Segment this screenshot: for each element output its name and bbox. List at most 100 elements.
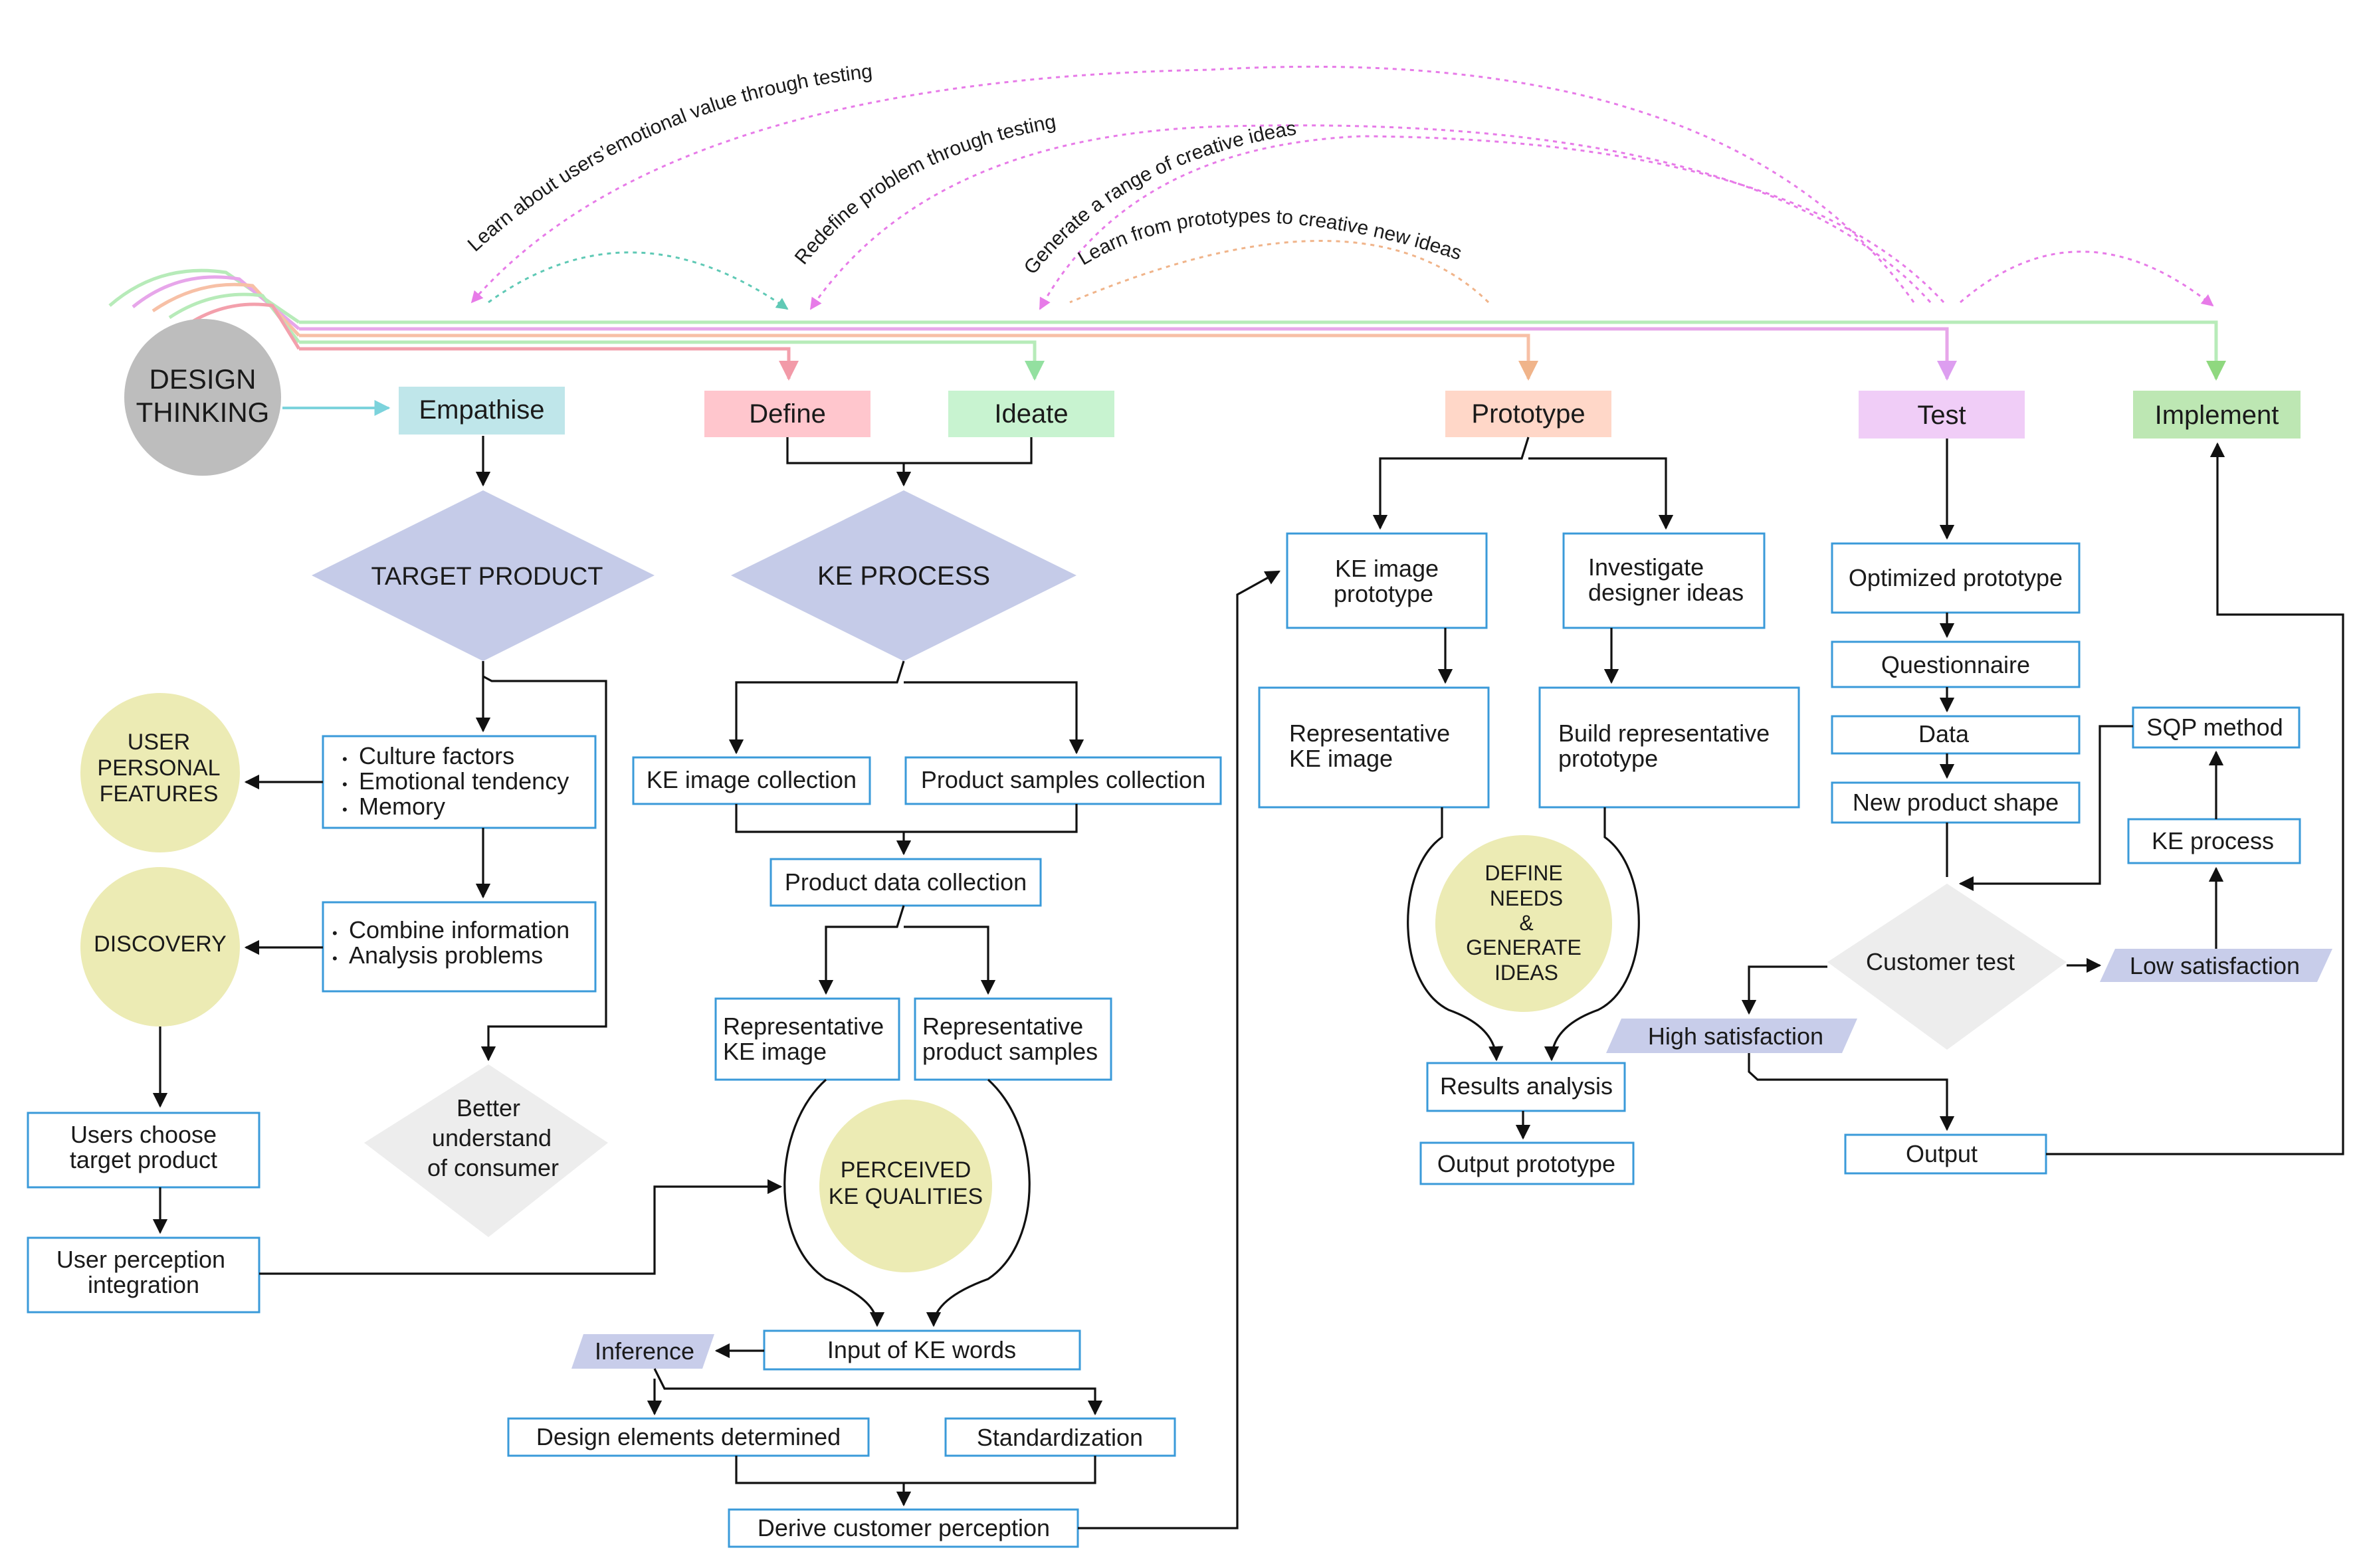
input-ke-words-box: Input of KE words xyxy=(763,1329,1081,1371)
design-elements-box: Design elements determined xyxy=(507,1417,870,1457)
ke-process-test-label: KE process xyxy=(2152,827,2274,854)
rep-product-samples-line-2: product samples xyxy=(922,1038,1098,1065)
inference-label: Inference xyxy=(595,1337,694,1365)
investigate-line-2: designer ideas xyxy=(1588,579,1744,606)
inference-tag: Inference xyxy=(571,1334,714,1369)
rep-ke-image-box: Representative KE image xyxy=(714,997,900,1081)
user-perception-box: User perception integration xyxy=(27,1236,260,1314)
ke-image-prototype-box: KE image prototype xyxy=(1286,532,1488,629)
perceived-line-1: PERCEIVED xyxy=(841,1157,972,1183)
stage-define[interactable]: Define xyxy=(704,391,870,437)
perceived-line-2: KE QUALITIES xyxy=(829,1184,983,1209)
define-needs-line-5: IDEAS xyxy=(1494,961,1558,985)
svg-text:•: • xyxy=(342,776,348,793)
ke-image-collection-label: KE image collection xyxy=(647,766,857,793)
optimized-prototype-box: Optimized prototype xyxy=(1831,542,2081,614)
input-ke-words-label: Input of KE words xyxy=(827,1336,1016,1363)
svg-text:•: • xyxy=(332,950,338,967)
define-needs-line-3: & xyxy=(1519,911,1533,935)
output-prototype-box: Output prototype xyxy=(1419,1141,1635,1185)
stage-test-label: Test xyxy=(1917,401,1966,430)
product-data-collection-box: Product data collection xyxy=(769,858,1042,907)
data-box: Data xyxy=(1831,715,2081,755)
target-product-label: TARGET PRODUCT xyxy=(371,563,603,591)
questionnaire-box: Questionnaire xyxy=(1831,640,2081,688)
factors-box: • Culture factors • Emotional tendency •… xyxy=(322,735,597,829)
svg-text:•: • xyxy=(342,801,348,818)
users-choose-box: Users choose target product xyxy=(27,1112,260,1189)
svg-text:•: • xyxy=(342,751,348,767)
output-label: Output xyxy=(1906,1140,1978,1167)
empathise-column: TARGET PRODUCT • Culture factors • Emoti… xyxy=(27,436,783,1314)
perceived-ke-qualities-circle: PERCEIVED KE QUALITIES xyxy=(819,1100,992,1272)
standardization-box: Standardization xyxy=(944,1417,1176,1457)
users-choose-line-1: Users choose xyxy=(70,1121,217,1148)
ke-process-label: KE PROCESS xyxy=(817,561,990,591)
user-perception-line-1: User perception xyxy=(56,1246,225,1273)
rep-product-samples-line-1: Representative xyxy=(922,1013,1083,1040)
user-features-line-1: USER xyxy=(128,730,190,755)
stage-ideate-label: Ideate xyxy=(994,399,1068,429)
product-samples-collection-label: Product samples collection xyxy=(921,766,1205,793)
factor-memory: Memory xyxy=(359,793,445,820)
new-product-shape-label: New product shape xyxy=(1853,789,2059,816)
stage-define-label: Define xyxy=(749,399,826,429)
analysis-problems: Analysis problems xyxy=(349,941,543,969)
ke-process-test-box: KE process xyxy=(2127,818,2301,864)
derive-customer-perception-box: Derive customer perception xyxy=(728,1508,1079,1548)
stage-empathise[interactable]: Empathise xyxy=(399,387,565,435)
build-representative-box: Build representative prototype xyxy=(1538,686,1800,809)
stage-implement[interactable]: Implement xyxy=(2133,391,2301,439)
user-personal-features-circle: USER PERSONAL FEATURES xyxy=(80,693,240,852)
low-satisfaction-label: Low satisfaction xyxy=(2130,952,2300,979)
product-data-collection-label: Product data collection xyxy=(785,868,1027,896)
ke-image-collection-box: KE image collection xyxy=(632,756,871,805)
standardization-label: Standardization xyxy=(977,1424,1143,1451)
product-samples-collection-box: Product samples collection xyxy=(904,756,1222,805)
low-satisfaction-tag: Low satisfaction xyxy=(2100,949,2332,982)
feedback-arcs: Learn about users’emotional value throug… xyxy=(464,60,2214,310)
output-prototype-label: Output prototype xyxy=(1437,1150,1615,1177)
define-needs-circle: DEFINE NEEDS & GENERATE IDEAS xyxy=(1435,835,1612,1012)
high-satisfaction-label: High satisfaction xyxy=(1648,1023,1823,1050)
discovery-label: DISCOVERY xyxy=(94,931,227,957)
ke-process-diamond: KE PROCESS xyxy=(731,490,1076,661)
discovery-circle: DISCOVERY xyxy=(80,867,240,1027)
results-analysis-box: Results analysis xyxy=(1426,1062,1626,1112)
svg-text:•: • xyxy=(332,925,338,941)
stage-test[interactable]: Test xyxy=(1859,391,2025,439)
stage-empathise-label: Empathise xyxy=(419,395,545,425)
better-understand-diamond: Better understand of consumer xyxy=(364,1064,608,1237)
define-needs-line-1: DEFINE xyxy=(1485,861,1562,885)
target-product-diamond: TARGET PRODUCT xyxy=(312,490,655,661)
factor-culture: Culture factors xyxy=(359,742,514,769)
stage-prototype[interactable]: Prototype xyxy=(1445,391,1611,437)
define-needs-line-2: NEEDS xyxy=(1490,886,1563,910)
stage-prototype-label: Prototype xyxy=(1471,399,1585,429)
prototype-column: KE image prototype Investigate designer … xyxy=(1258,437,1800,1185)
rep-ke-image-line-1: Representative xyxy=(723,1013,884,1040)
user-features-line-3: FEATURES xyxy=(100,781,219,807)
arc-label-emotional: Learn about users’emotional value throug… xyxy=(464,60,874,256)
test-column: Optimized prototype Questionnaire Data N… xyxy=(1606,439,2344,1175)
stage-ideate[interactable]: Ideate xyxy=(948,391,1114,437)
proto-rep-ke-image-line-1: Representative xyxy=(1289,720,1450,747)
define-column: KE PROCESS KE image collection Product s… xyxy=(507,437,1280,1548)
investigate-line-1: Investigate xyxy=(1588,553,1704,581)
data-label: Data xyxy=(1918,720,1970,747)
rep-ke-image-proto-box: Representative KE image xyxy=(1258,686,1490,809)
root-line-1: DESIGN xyxy=(149,363,256,395)
sqp-method-label: SQP method xyxy=(2146,714,2283,741)
build-line-2: prototype xyxy=(1558,745,1658,772)
ke-image-prototype-line-2: prototype xyxy=(1334,580,1433,607)
investigate-box: Investigate designer ideas xyxy=(1562,532,1766,629)
users-choose-line-2: target product xyxy=(70,1146,217,1173)
user-perception-line-2: integration xyxy=(88,1271,199,1298)
high-satisfaction-tag: High satisfaction xyxy=(1606,1019,1857,1053)
combine-box: • Combine information • Analysis problem… xyxy=(322,901,597,993)
root-line-2: THINKING xyxy=(136,397,270,428)
combine-information: Combine information xyxy=(349,916,569,943)
arc-label-learn: Learn from prototypes to creative new id… xyxy=(1075,205,1465,270)
better-line-2: understand xyxy=(432,1124,552,1151)
